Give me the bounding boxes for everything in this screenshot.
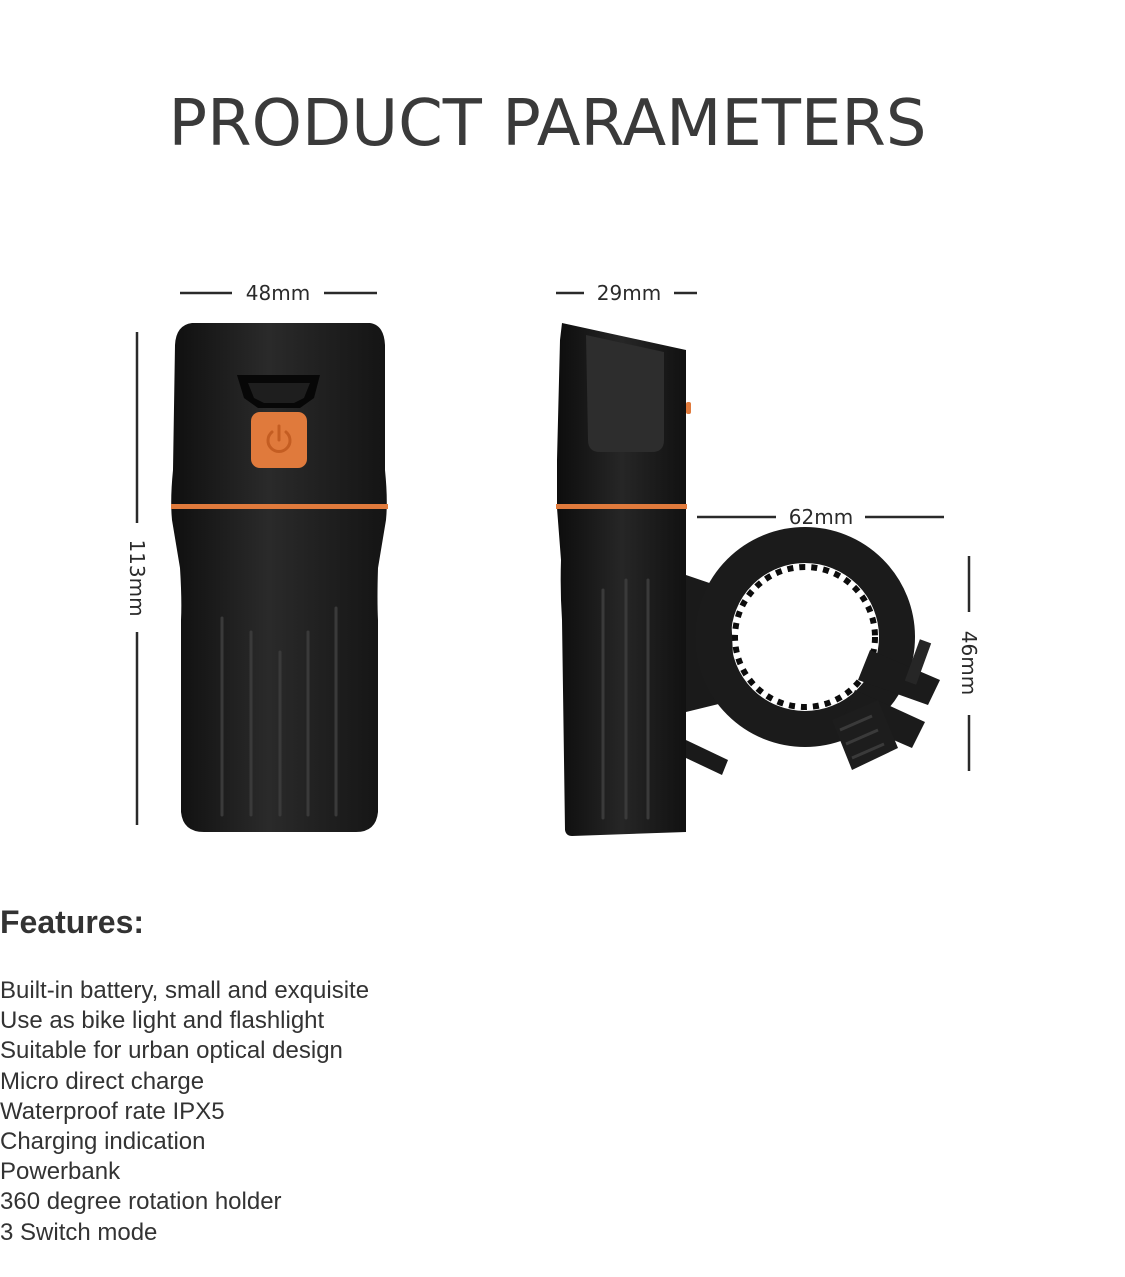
- mount-height-label: 46mm: [957, 631, 981, 695]
- feature-item: Use as bike light and flashlight: [0, 1007, 325, 1035]
- side-view-light: [556, 323, 691, 836]
- power-icon: [266, 424, 292, 453]
- feature-item: Micro direct charge: [0, 1067, 205, 1095]
- product-dimension-figure: 48mm 113mm 29mm 62m: [125, 281, 981, 836]
- page-title: PRODUCT PARAMETERS: [168, 87, 927, 161]
- handlebar-mount: [686, 527, 940, 775]
- feature-item: 360 degree rotation holder: [0, 1188, 282, 1216]
- features-list: Built-in battery, small and exquisite Us…: [0, 976, 369, 1248]
- feature-item: 3 Switch mode: [0, 1218, 158, 1246]
- mount-length-label: 62mm: [789, 505, 853, 529]
- front-width-label: 48mm: [246, 281, 310, 305]
- feature-item: Waterproof rate IPX5: [0, 1097, 225, 1125]
- feature-item: Built-in battery, small and exquisite: [0, 977, 370, 1004]
- power-button: [251, 412, 307, 468]
- front-height-dimension: 113mm: [125, 332, 149, 825]
- feature-item: Charging indication: [0, 1128, 206, 1156]
- front-height-label: 113mm: [125, 539, 149, 616]
- front-width-dimension: 48mm: [180, 281, 377, 305]
- feature-item: Suitable for urban optical design: [0, 1037, 343, 1065]
- side-width-label: 29mm: [597, 281, 661, 305]
- side-width-dimension: 29mm: [556, 281, 697, 305]
- mount-height-dimension: 46mm: [957, 556, 981, 771]
- mount-length-dimension: 62mm: [697, 505, 944, 529]
- features-heading: Features:: [0, 904, 145, 940]
- feature-item: Powerbank: [0, 1158, 121, 1186]
- front-view-light: [171, 323, 388, 832]
